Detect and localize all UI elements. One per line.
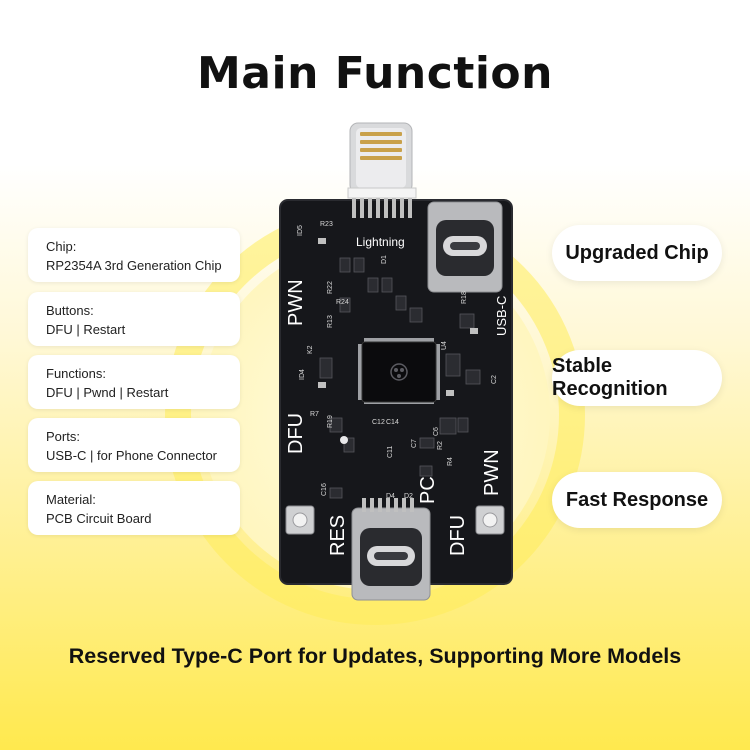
feature-pill-upgraded-chip: Upgraded Chip [552,225,722,281]
component-label: C7 [411,439,418,448]
component-label: R23 [320,221,333,228]
led-icon [340,436,348,444]
component-label: R19 [327,415,334,428]
spec-label: Ports: [46,429,80,444]
component-label: D4 [386,493,395,500]
spec-value: USB-C | for Phone Connector [46,448,218,463]
component-label: R18 [461,291,468,304]
component-label: U4 [441,341,448,350]
pcb-board-illustration: Lightning PWN USB-C DFU PC PWN RES DFU R… [279,122,513,601]
component-label: D2 [404,493,413,500]
spec-card-chip: Chip: RP2354A 3rd Generation Chip [28,228,240,282]
spec-label: Chip: [46,239,77,254]
component-label: C6 [433,427,440,436]
component-label: C14 [386,419,399,426]
component-label: R4 [447,457,454,466]
component-label: C12 [372,419,385,426]
spec-label: Material: [46,492,96,507]
spec-card-material: Material: PCB Circuit Board [28,481,240,535]
page-title: Main Function [197,48,553,99]
component-label: K2 [307,345,314,354]
component-label: R24 [336,299,349,306]
silkscreen-usbc: USB-C [494,296,509,336]
spec-card-buttons: Buttons: DFU | Restart [28,292,240,346]
component-label: C2 [491,375,498,384]
component-label: R13 [327,315,334,328]
silkscreen-res: RES [327,515,349,556]
silkscreen-pwn-top: PWN [285,279,307,326]
usb-c-port-bottom-icon [351,498,431,601]
spec-value: PCB Circuit Board [46,511,152,526]
dfu-button-icon [475,505,505,535]
component-label: R22 [327,281,334,294]
silkscreen-pwn-right: PWN [481,449,503,496]
feature-pill-stable-recognition: Stable Recognition [552,350,722,406]
component-label: R2 [437,441,444,450]
mcu-chip-icon [358,338,440,404]
spec-label: Buttons: [46,303,94,318]
silkscreen-pc: PC [417,476,439,504]
component-label: ID5 [297,225,304,236]
reset-button-icon [285,505,315,535]
silkscreen-lightning: Lightning [356,235,405,249]
feature-pill-fast-response: Fast Response [552,472,722,528]
component-label: R7 [310,411,319,418]
silkscreen-dfu-left: DFU [285,413,307,454]
spec-label: Functions: [46,366,106,381]
component-label: C16 [321,483,328,496]
spec-card-ports: Ports: USB-C | for Phone Connector [28,418,240,472]
spec-value: DFU | Pwnd | Restart [46,385,169,400]
component-label: D1 [381,255,388,264]
spec-card-functions: Functions: DFU | Pwnd | Restart [28,355,240,409]
usb-c-port-top-icon [427,201,503,293]
spec-value: RP2354A 3rd Generation Chip [46,258,222,273]
lightning-connector-icon [347,122,417,199]
spec-value: DFU | Restart [46,322,126,337]
footer-tagline: Reserved Type-C Port for Updates, Suppor… [68,644,682,668]
silkscreen-dfu-bottom: DFU [447,515,469,556]
component-label: C11 [387,446,394,458]
component-label: ID4 [299,369,306,380]
